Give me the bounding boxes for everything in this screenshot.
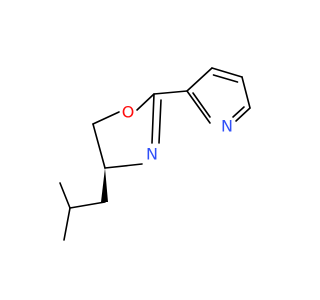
bond-pyr-c4-c4-inner xyxy=(212,74,239,83)
bond-pyr-c5-c6 xyxy=(235,107,251,122)
pyridine-ring xyxy=(186,67,251,124)
bond-ch-methyl-down xyxy=(63,207,71,241)
bond-ch2-ch xyxy=(69,201,106,209)
bond-ox-o-c5 xyxy=(92,111,120,125)
bond-pyr-c4-c5 xyxy=(241,76,251,109)
bond-ox-n-c2-inner xyxy=(158,99,162,144)
bond-pyr-c2-c3 xyxy=(186,67,213,92)
stereo-wedge-bond xyxy=(101,168,108,202)
bond-pyr-c3-c4 xyxy=(211,67,243,78)
isobutyl-chain xyxy=(59,182,106,241)
bond-ox-c5-c4 xyxy=(92,123,106,169)
pyridine-nitrogen-atom-label: N xyxy=(221,117,233,136)
oxygen-atom-label: O xyxy=(122,103,135,122)
bond-pyr-c5-c6-inner xyxy=(232,106,245,118)
bond-ch-methyl-up xyxy=(59,182,71,209)
bond-ox-n-c2 xyxy=(151,93,155,144)
molecule-structure: O N N xyxy=(59,67,251,241)
bond-ring-link xyxy=(153,90,188,95)
oxazoline-ring xyxy=(92,93,162,169)
bond-pyr-n-c2-inner xyxy=(192,92,211,118)
ring-nitrogen-atom-label: N xyxy=(146,145,158,164)
bond-pyr-n-c2 xyxy=(186,90,211,124)
bond-ox-c4-n xyxy=(104,163,143,169)
bond-ox-c2-o xyxy=(136,93,155,111)
